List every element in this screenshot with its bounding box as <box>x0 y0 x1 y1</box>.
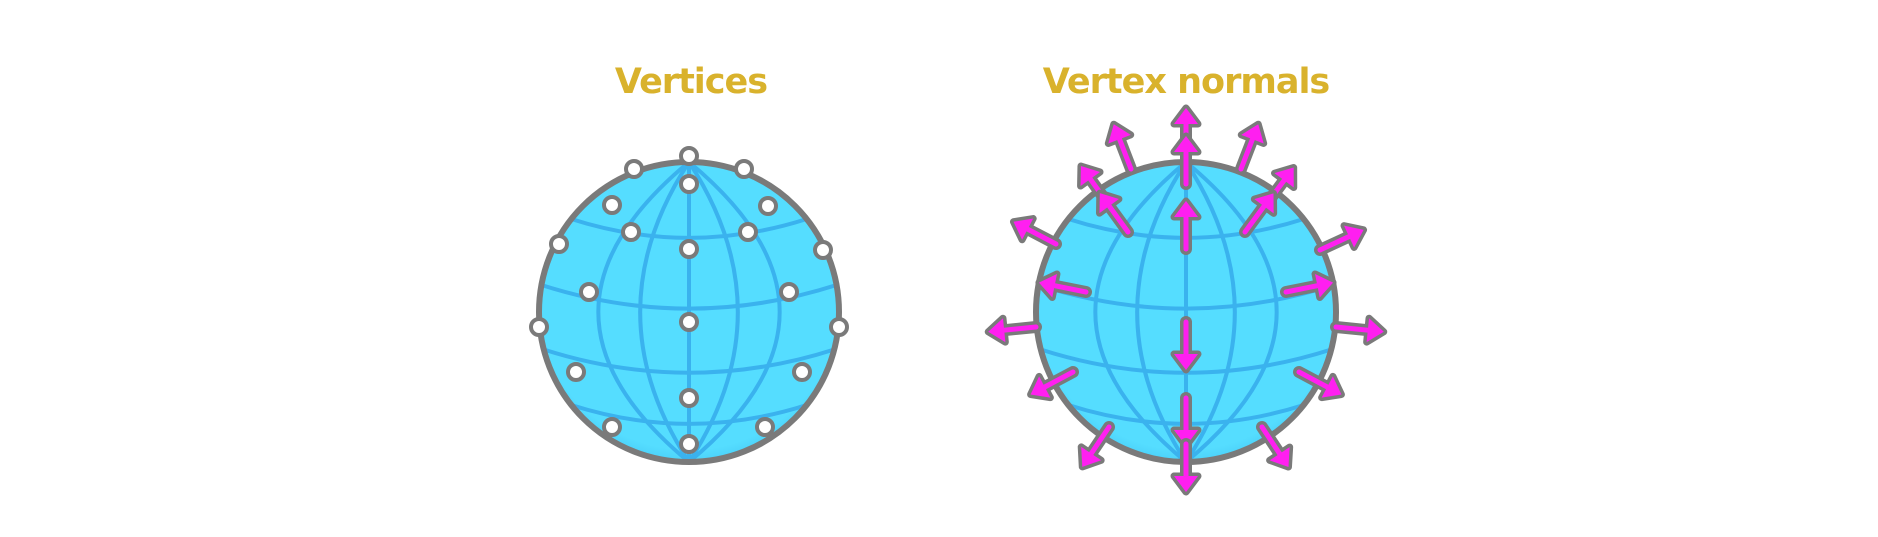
vertex-marker-19 <box>679 388 699 408</box>
vertex-marker-18 <box>792 362 812 382</box>
normal-arrow-3 <box>1235 120 1268 175</box>
normal-arrow-9 <box>1170 197 1202 255</box>
normal-arrow-8 <box>1239 189 1278 238</box>
normal-arrow-10 <box>1009 215 1062 250</box>
normal-arrow-13 <box>1280 270 1337 301</box>
vertex-marker-8 <box>738 222 758 242</box>
normals-longitude-line-2 <box>1135 160 1188 464</box>
normals-longitude-line-1 <box>1093 160 1188 464</box>
vertex-marker-2 <box>624 159 644 179</box>
normals-longitude-line-4 <box>1184 160 1237 464</box>
normal-arrow-19 <box>1170 392 1202 450</box>
vertex-marker-12 <box>579 282 599 302</box>
vertex-marker-6 <box>758 196 778 216</box>
normal-arrow-17 <box>1027 366 1079 402</box>
vertex-marker-16 <box>829 317 849 337</box>
vertices-sphere <box>529 146 849 465</box>
normal-arrow-16 <box>1330 314 1388 346</box>
normal-arrow-18 <box>1293 366 1345 402</box>
normal-arrow-14 <box>1170 316 1202 374</box>
vertex-marker-15 <box>529 317 549 337</box>
normal-arrow-15 <box>984 314 1042 346</box>
vertices-longitude-line-2 <box>638 160 691 464</box>
normal-arrow-22 <box>1170 438 1202 496</box>
vertices-title: Vertices <box>614 62 768 102</box>
normal-arrow-11 <box>1314 222 1368 256</box>
vertex-marker-21 <box>755 417 775 437</box>
vertex-marker-10 <box>549 234 569 254</box>
vertices-longitude-line-5 <box>687 160 782 464</box>
vertices-longitude-line-4 <box>687 160 740 464</box>
vertex-marker-20 <box>602 417 622 437</box>
vertex-marker-9 <box>679 239 699 259</box>
vertex-marker-14 <box>679 312 699 332</box>
vertices-longitude-line-1 <box>596 160 691 464</box>
vertex-marker-17 <box>566 362 586 382</box>
normal-arrow-20 <box>1077 421 1115 471</box>
vertex-normals-sphere <box>984 104 1388 496</box>
vertex-marker-3 <box>734 159 754 179</box>
normals-longitude-line-5 <box>1184 160 1279 464</box>
vertex-marker-5 <box>602 195 622 215</box>
normal-arrow-7 <box>1096 189 1134 238</box>
vertex-marker-4 <box>679 174 699 194</box>
normal-arrow-2 <box>1104 120 1137 175</box>
vertex-marker-13 <box>779 282 799 302</box>
normal-arrow-4 <box>1170 132 1202 190</box>
normal-arrow-12 <box>1035 270 1092 301</box>
vertex-normals-title: Vertex normals <box>1042 62 1331 102</box>
normal-arrow-21 <box>1256 421 1294 471</box>
vertex-marker-22 <box>679 434 699 454</box>
vertex-marker-7 <box>621 222 641 242</box>
vertex-marker-11 <box>813 240 833 260</box>
vertex-marker-1 <box>679 146 699 166</box>
